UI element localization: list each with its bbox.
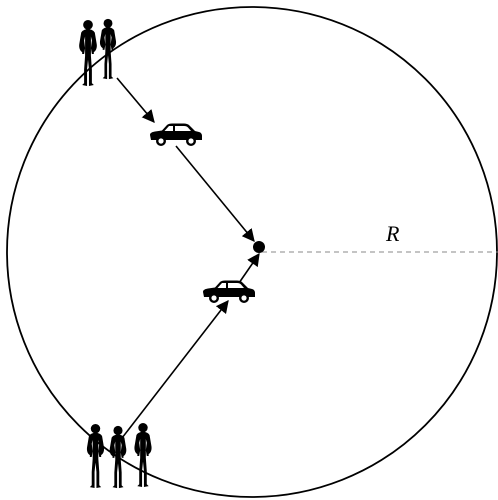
boundary-circle	[6, 6, 498, 498]
arrow-top-group-to-car	[116, 77, 155, 123]
arrow-bottom-group-to-car	[121, 299, 229, 439]
radius-label: R	[385, 221, 400, 246]
destination-point	[253, 241, 265, 253]
person-silhouette-icon	[86, 423, 105, 489]
car-icon	[150, 123, 202, 146]
person-silhouette-icon	[134, 422, 152, 488]
arrow-top-car-to-center	[175, 145, 255, 242]
top-people-group	[79, 18, 117, 87]
car-icon	[203, 280, 255, 303]
bottom-people-group	[86, 422, 152, 489]
arrow-bottom-car-to-center	[238, 252, 260, 284]
